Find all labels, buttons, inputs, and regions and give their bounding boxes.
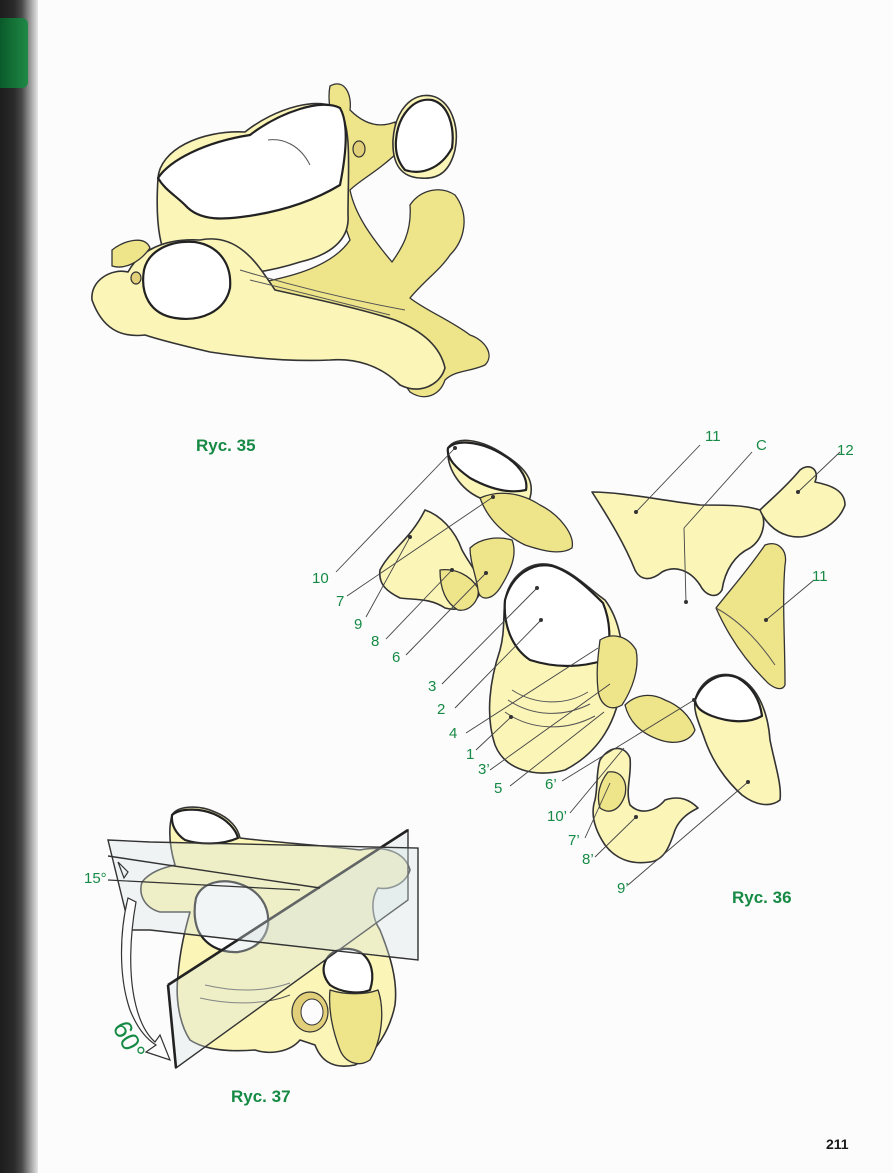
label-3-prime: 3’ [478,761,490,778]
label-9: 9 [354,616,362,633]
figure-36-caption: Ryc. 36 [732,888,792,907]
label-11-right: 11 [812,568,828,585]
label-9-prime: 9’ [617,880,629,897]
angle-15-label: 15° [84,870,107,887]
label-1: 1 [466,746,474,763]
label-2: 2 [437,701,445,718]
label-12: 12 [837,442,854,459]
angle-60-label: 60° [107,1016,152,1065]
label-6-prime: 6’ [545,776,557,793]
label-10: 10 [312,570,329,587]
figure-35-caption: Ryc. 35 [196,436,256,455]
label-10-prime: 10’ [547,808,567,825]
figure-36-vertebra-exploded-illustration: 11 C 12 11 10 7 9 8 6 3 2 4 1 3’ 5 6’ 10… [312,428,854,897]
label-7: 7 [336,593,344,610]
label-7-prime: 7’ [568,832,580,849]
figure-36-leader-lines [335,444,841,886]
label-5: 5 [494,780,502,797]
label-4: 4 [449,725,457,742]
page-number: 211 [826,1136,849,1152]
label-3: 3 [428,678,436,695]
label-c: C [756,437,767,454]
label-8-prime: 8’ [582,851,594,868]
book-binding [0,0,38,1173]
label-11-top: 11 [705,428,721,445]
figure-37-vertebra-section-plane-illustration: 15° 60° [84,806,419,1070]
label-6: 6 [392,649,400,666]
label-8: 8 [371,633,379,650]
chapter-tab-marker [0,18,28,88]
figure-37-caption: Ryc. 37 [231,1087,291,1106]
figure-35-vertebra-illustration [91,83,490,398]
